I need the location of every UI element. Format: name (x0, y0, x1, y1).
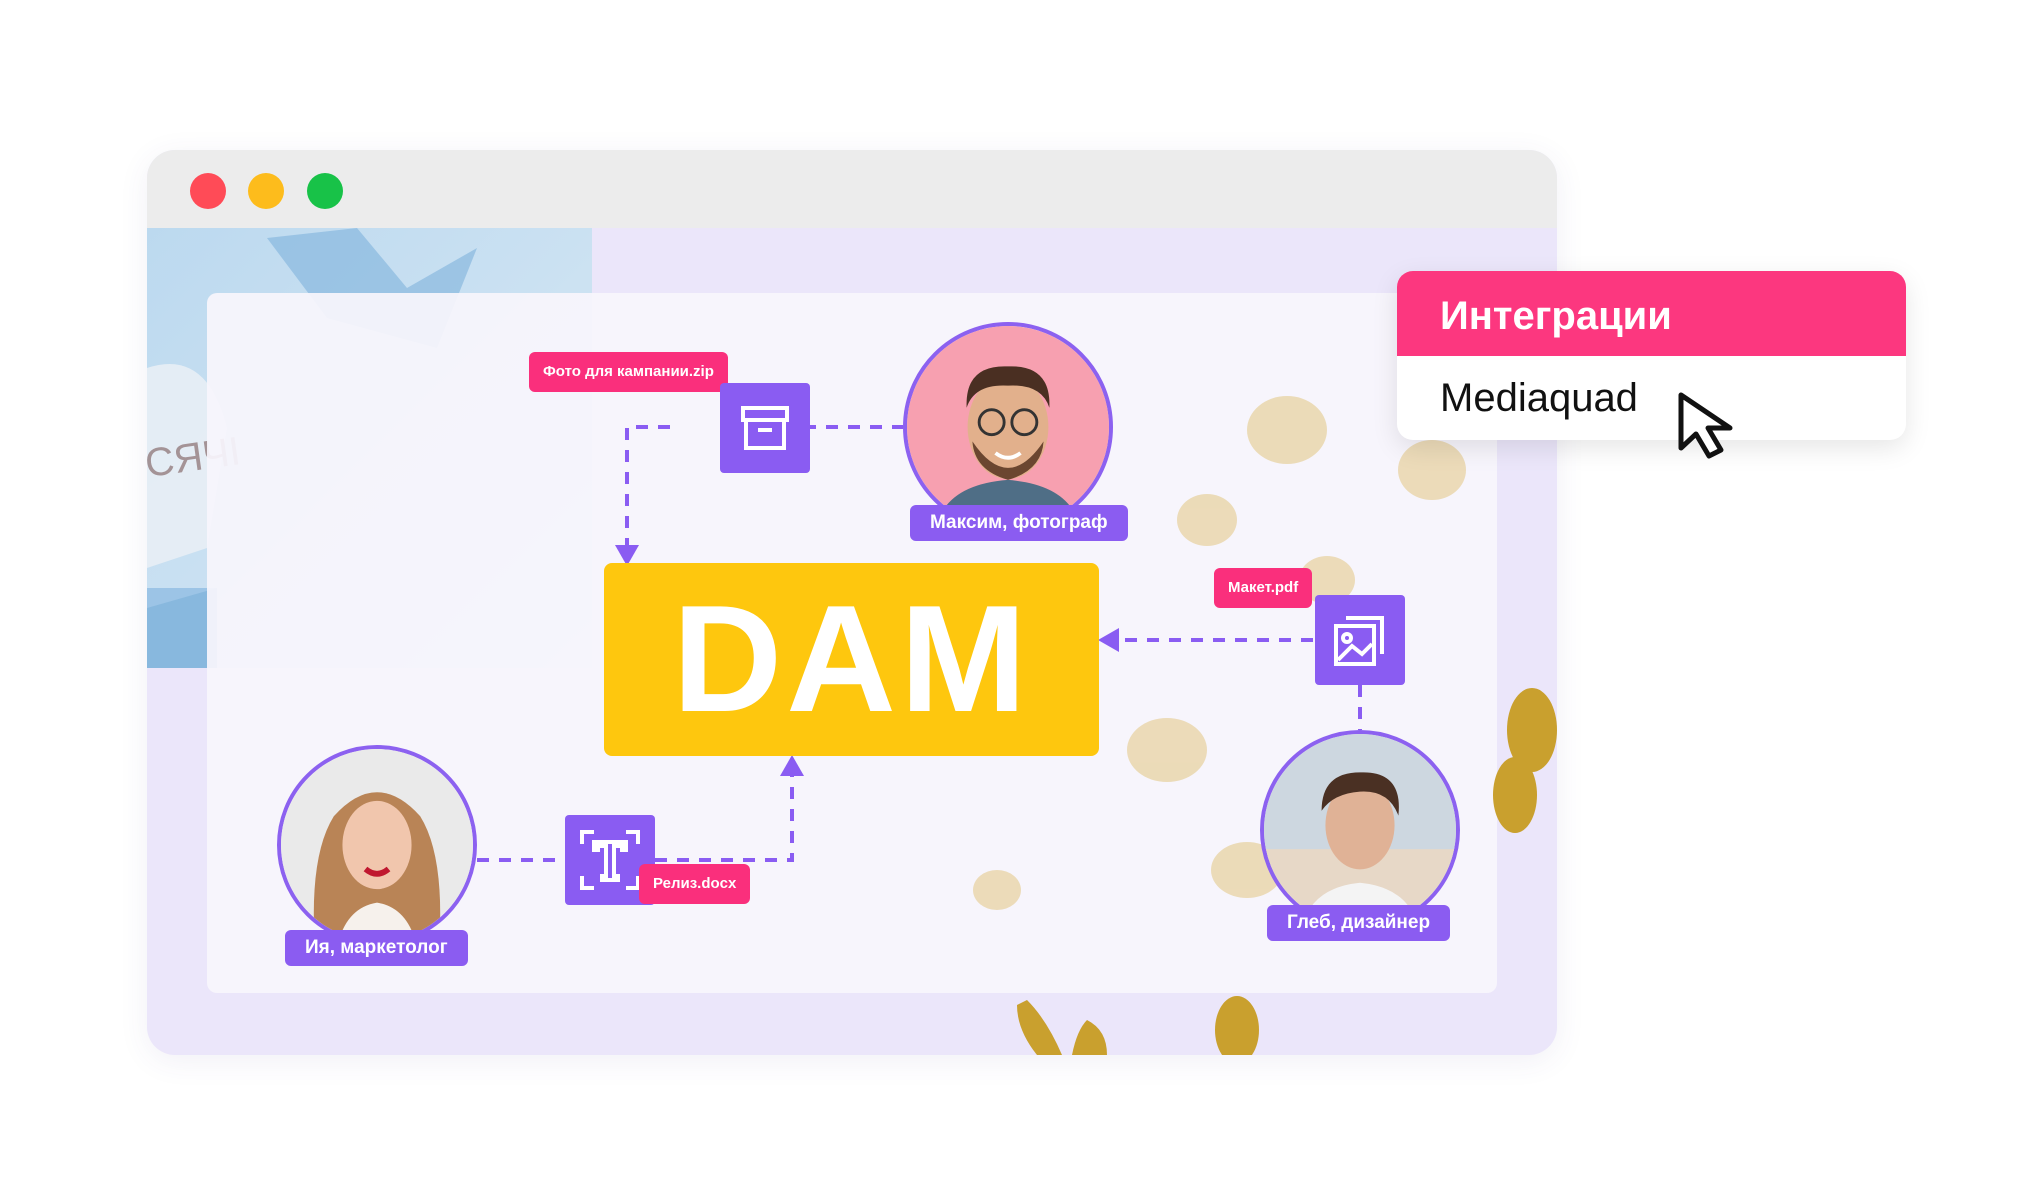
diagram-connectors (477, 425, 1362, 862)
maximize-window-button[interactable] (307, 173, 343, 209)
minimize-window-button[interactable] (248, 173, 284, 209)
integrations-popup: Интеграции Mediaquad (1397, 271, 1906, 440)
window-titlebar (147, 150, 1557, 228)
dam-label: DAM (672, 574, 1031, 744)
mouse-pointer-icon (1678, 392, 1733, 459)
dam-center-block: DAM (604, 563, 1099, 756)
integration-item-mediaquad[interactable]: Mediaquad (1440, 376, 1638, 420)
archive-box-icon (720, 383, 810, 473)
avatar-maxim (903, 322, 1113, 532)
person-label-maxim: Максим, фотограф (910, 505, 1128, 541)
avatar-iya (277, 745, 477, 945)
close-window-button[interactable] (190, 173, 226, 209)
file-tag-release-docx: Релиз.docx (639, 864, 751, 904)
image-gallery-icon (1315, 595, 1405, 685)
person-label-gleb: Глеб, дизайнер (1267, 905, 1451, 941)
avatar-gleb (1260, 730, 1460, 930)
file-tag-layout-pdf: Макет.pdf (1214, 568, 1313, 608)
integrations-title: Интеграции (1397, 271, 1906, 356)
person-label-iya: Ия, маркетолог (285, 930, 468, 966)
browser-window: СЯЧІ (147, 150, 1557, 1055)
file-tag-campaign-photos: Фото для кампании.zip (529, 352, 728, 392)
